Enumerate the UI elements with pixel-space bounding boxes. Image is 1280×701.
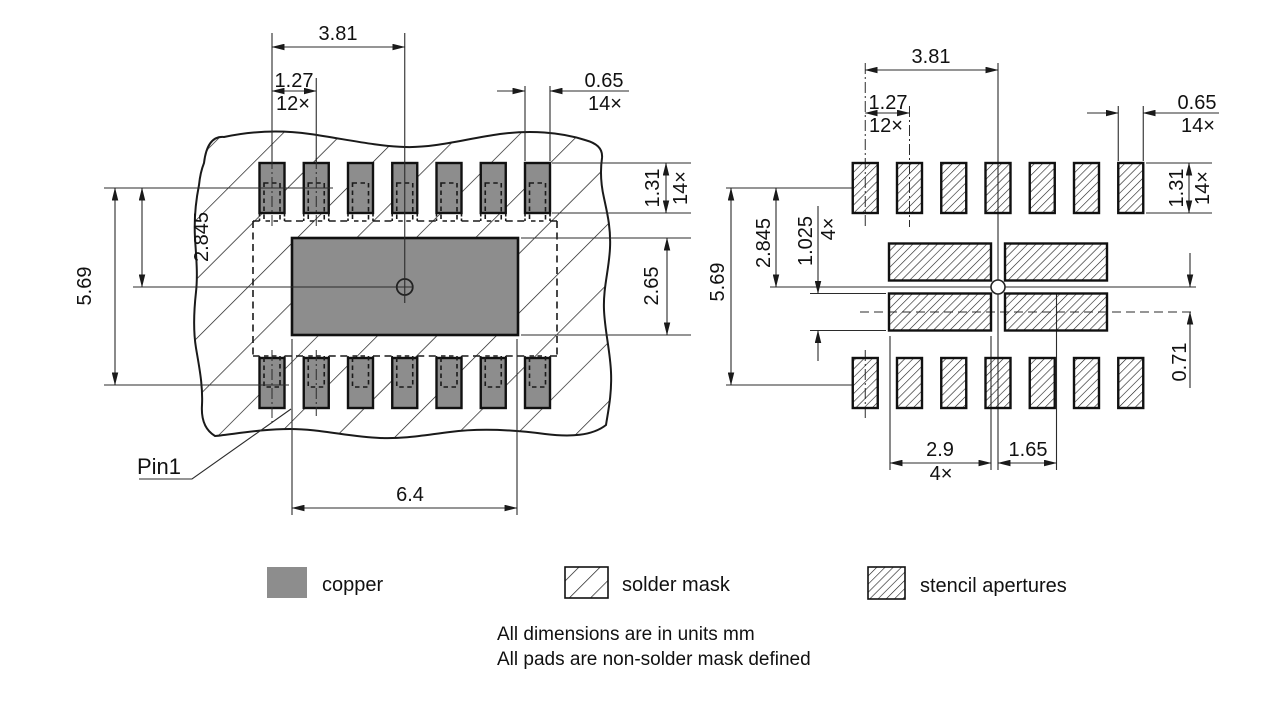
thermal-stencil-aperture — [1003, 292, 1109, 332]
dim-thermal-width: 6.4 — [396, 484, 424, 506]
dim-span: 3.81 — [912, 46, 951, 68]
stencil-aperture — [1028, 161, 1056, 215]
dimension-lines — [727, 66, 1219, 467]
stencil-aperture — [851, 356, 879, 410]
dim-pad-width-count: 14× — [588, 93, 622, 115]
dim-span: 3.81 — [319, 23, 358, 45]
stencil-aperture — [940, 356, 968, 410]
copper-solder-mask-view: 3.81 1.27 12× 0.65 14× 1.31 14× 2.65 2.8… — [74, 23, 692, 515]
origin-marker — [990, 279, 1006, 295]
dim-pad-width-count: 14× — [1181, 115, 1215, 137]
note-units: All dimensions are in units mm — [497, 624, 755, 645]
dim-pad-height-count: 14× — [1192, 171, 1214, 205]
dim-pad-width: 0.65 — [585, 70, 624, 92]
thermal-stencil-aperture — [1003, 242, 1109, 282]
package-outline-dashed — [252, 220, 558, 357]
note-nsmd: All pads are non-solder mask defined — [497, 649, 811, 670]
legend: copper solder mask stencil apertures — [267, 566, 1067, 600]
dim-center-offset: 2.845 — [753, 218, 775, 268]
dim-aperture-offset-x: 1.65 — [1009, 439, 1048, 461]
dim-pad-height: 1.31 — [1166, 169, 1188, 208]
dim-aperture-width-count: 4× — [930, 463, 953, 485]
dim-pitch-count: 12× — [869, 115, 903, 137]
stencil-aperture — [1117, 356, 1145, 410]
legend-solder-mask-label: solder mask — [622, 574, 731, 596]
stencil-aperture — [1117, 161, 1145, 215]
dim-aperture-offset-y: 0.71 — [1169, 343, 1191, 382]
thermal-stencil-aperture — [887, 242, 993, 282]
stencil-aperture — [984, 356, 1012, 410]
pin1-leader-line — [139, 408, 292, 480]
copper-pad — [435, 161, 463, 215]
legend-stencil-label: stencil apertures — [920, 575, 1067, 597]
stencil-aperture — [984, 161, 1012, 215]
dim-thermal-height: 2.65 — [641, 267, 663, 306]
dim-pitch-count: 12× — [276, 93, 310, 115]
copper-swatch — [267, 567, 307, 598]
stencil-aperture — [851, 161, 879, 215]
copper-pad — [523, 161, 552, 215]
dim-aperture-height-count: 4× — [818, 218, 840, 241]
legend-copper-label: copper — [322, 574, 383, 596]
dim-pad-height: 1.31 — [642, 169, 664, 208]
dim-row-span: 5.69 — [74, 267, 96, 306]
stencil-aperture — [895, 356, 924, 410]
stencil-aperture — [940, 161, 968, 215]
dim-row-span: 5.69 — [707, 263, 729, 302]
pin1-label: Pin1 — [137, 454, 181, 479]
stencil-aperture — [895, 161, 924, 215]
notes: All dimensions are in units mm All pads … — [497, 624, 811, 670]
dimension-lines — [111, 43, 671, 512]
dim-aperture-width: 2.9 — [926, 439, 954, 461]
solder-mask-swatch — [564, 566, 609, 599]
thermal-stencil-aperture — [887, 292, 993, 332]
copper-pad — [479, 161, 507, 215]
stencil-pads — [851, 161, 1145, 410]
dim-center-offset: 2.845 — [191, 212, 213, 262]
dim-pitch: 1.27 — [275, 70, 314, 92]
dim-pad-height-count: 14× — [670, 171, 692, 205]
dim-aperture-height: 1.025 — [795, 216, 817, 266]
stencil-apertures-view: 3.81 1.27 12× 0.65 14× 1.31 14× 2.845 1.… — [707, 46, 1219, 485]
dim-pad-width: 0.65 — [1178, 92, 1217, 114]
stencil-aperture — [1072, 161, 1101, 215]
copper-pad — [346, 161, 375, 215]
extension-lines — [104, 33, 691, 515]
dim-pitch: 1.27 — [869, 92, 908, 114]
stencil-swatch — [867, 566, 906, 600]
stencil-aperture — [1028, 356, 1056, 410]
stencil-aperture — [1072, 356, 1101, 410]
